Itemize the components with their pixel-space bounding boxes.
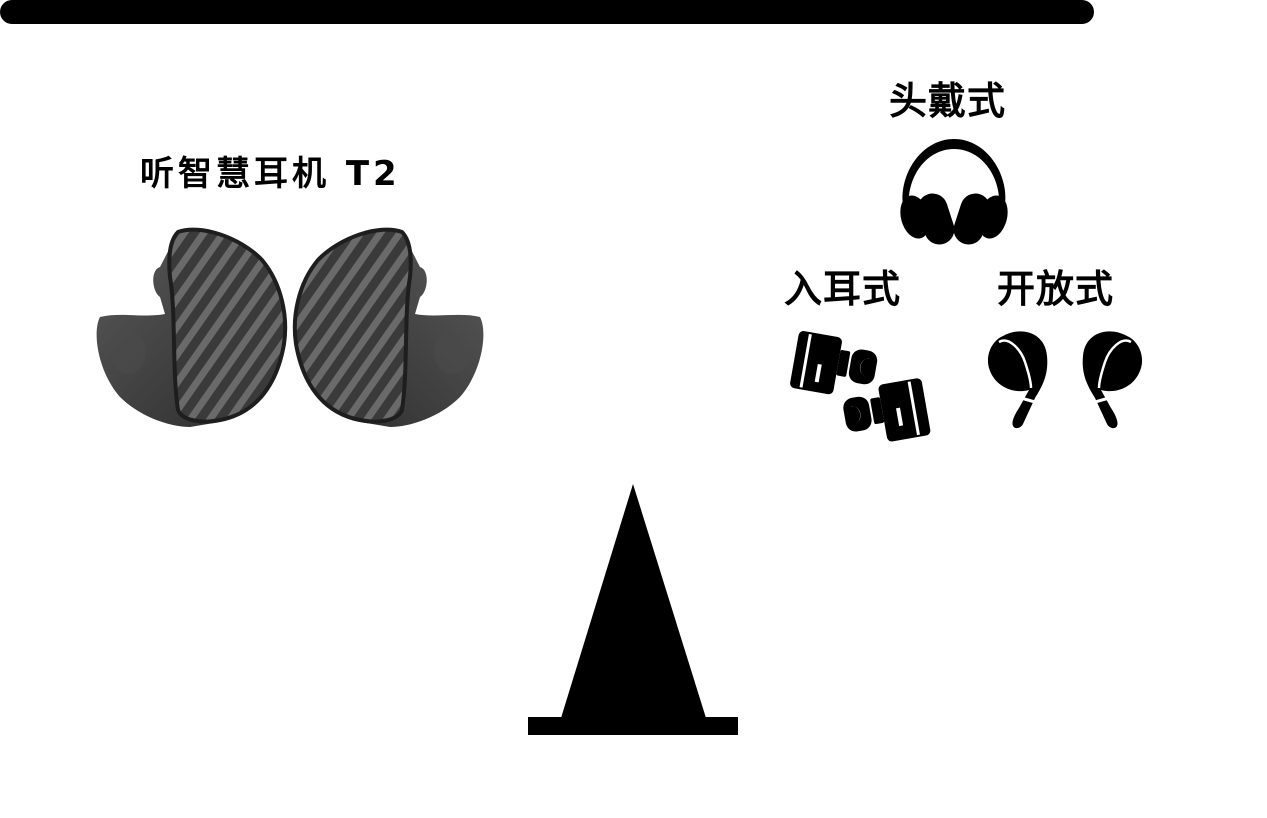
right-earphone [292,227,484,427]
category-label-in-ear: 入耳式 [784,267,902,311]
product-title: 听智慧耳机 T2 [140,154,401,194]
fulcrum-triangle [528,484,738,735]
open-ear-hook-earphones-icon [987,331,1143,429]
balance-beam [0,0,1094,24]
custom-iem-earphones-image [96,227,484,427]
category-label-open-ear: 开放式 [997,267,1115,311]
left-earphone [96,227,288,427]
in-ear-earbuds-icon [790,331,931,442]
category-label-over-ear: 头戴式 [889,79,1007,123]
over-ear-headphones-icon [900,139,1008,245]
